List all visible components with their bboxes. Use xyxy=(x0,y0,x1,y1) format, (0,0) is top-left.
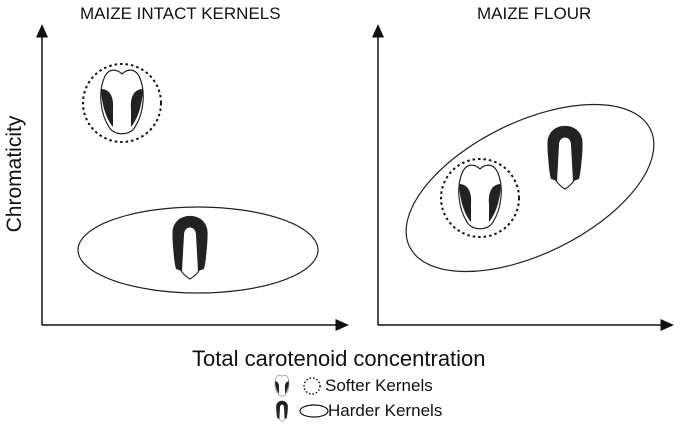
softer-kernels-cluster xyxy=(440,158,520,238)
harder-kernels-cluster xyxy=(77,206,319,294)
soft-kernel-icon xyxy=(458,164,502,230)
x-axis-label: Total carotenoid concentration xyxy=(192,346,486,371)
legend-soft-kernel-icon xyxy=(274,374,290,397)
legend-ellipse-icon xyxy=(299,404,329,418)
legend-harder-label: Harder Kernels xyxy=(328,401,443,420)
softer-kernels-cluster xyxy=(82,63,162,143)
hard-kernel-icon xyxy=(547,125,583,190)
legend-dotted-circle-icon xyxy=(303,377,321,395)
harder-kernels-cluster xyxy=(405,103,655,273)
hard-kernel-icon xyxy=(172,215,208,280)
legend-softer-label: Softer Kernels xyxy=(325,376,433,395)
panel-title-flour: MAIZE FLOUR xyxy=(477,4,592,23)
y-axis-label: Chromaticity xyxy=(3,115,26,233)
soft-kernel-icon xyxy=(100,69,144,135)
panel-title-intact-kernels: MAIZE INTACT KERNELS xyxy=(80,4,281,23)
legend-hard-kernel-icon xyxy=(276,400,288,422)
